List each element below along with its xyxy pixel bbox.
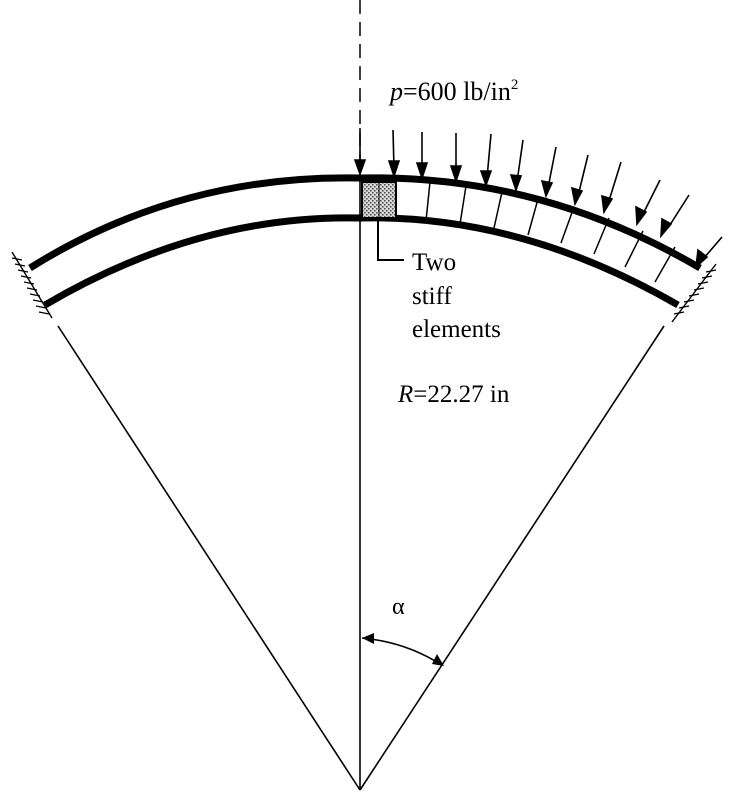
- right-radius-line: [359, 325, 665, 791]
- element-divisions: [425, 181, 676, 283]
- stiff-label-line3: elements: [412, 316, 501, 343]
- pressure-value: =600 lb/in: [403, 77, 511, 106]
- stiff-elements-leader: [377, 220, 404, 261]
- radius-value: =22.27 in: [413, 381, 510, 408]
- pressure-exponent: 2: [511, 77, 519, 93]
- radius-label: R=22.27 in: [397, 381, 510, 408]
- angle-label: α: [392, 594, 405, 620]
- pressure-var: p: [388, 77, 403, 106]
- radius-var: R: [397, 381, 413, 408]
- stiff-label-line1: Two: [412, 249, 456, 276]
- left-radius-line: [57, 325, 361, 791]
- left-support-hatching: [11, 251, 53, 319]
- angle-arrow-left: [362, 633, 374, 644]
- arch-inner-edge: [43, 214, 680, 309]
- arch-outer-edge: [28, 174, 702, 272]
- right-support-hatching: [671, 263, 717, 323]
- pressure-arrows: [353, 128, 723, 270]
- angle-arrow-right: [432, 654, 444, 666]
- stiff-label-line2: stiff: [412, 283, 452, 310]
- pressure-label: p=600 lb/in2: [388, 77, 518, 106]
